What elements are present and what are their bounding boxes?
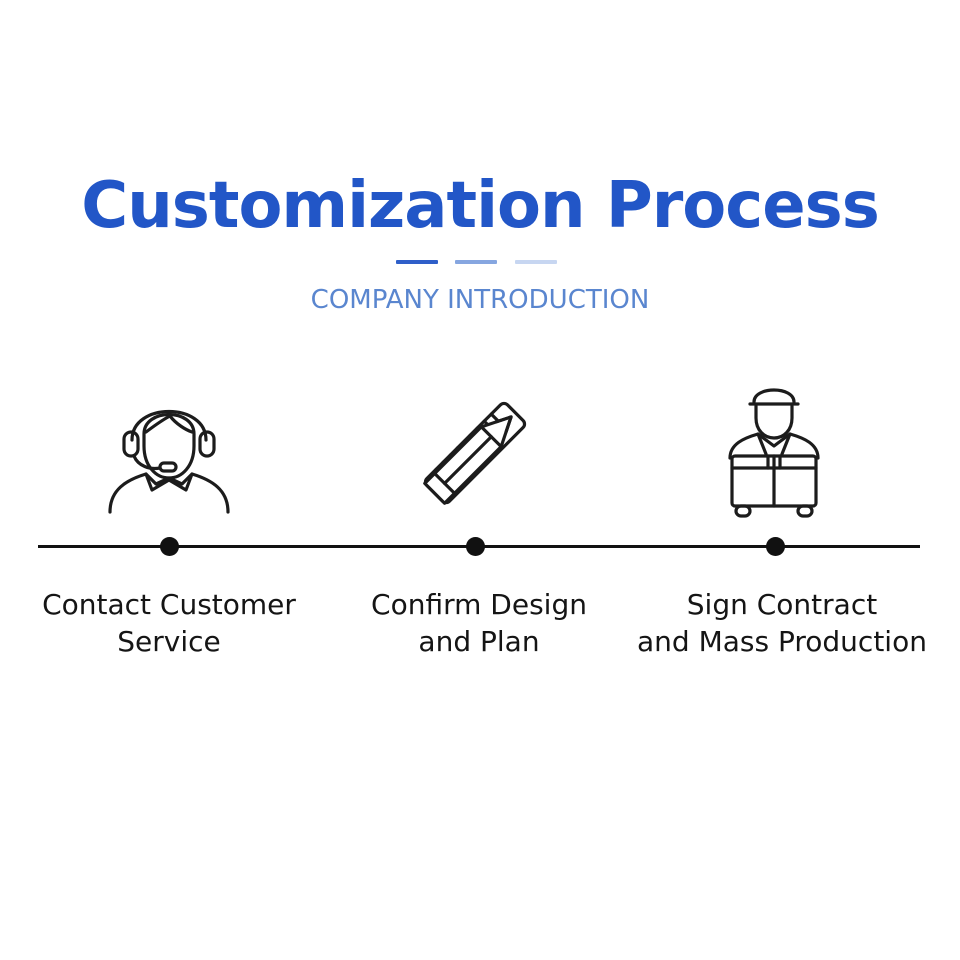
step-label-line: Service: [117, 625, 221, 658]
step-label-line: Sign Contract: [686, 588, 878, 621]
timeline-node-3: [765, 537, 785, 556]
step-label-line: and Mass Production: [637, 625, 927, 658]
delivery-worker-box-icon: [724, 380, 824, 520]
customer-service-headset-icon: [104, 386, 234, 516]
step-label-line: Confirm Design: [371, 588, 587, 621]
divider-dash-2: [455, 260, 497, 264]
pencil-ruler-icon: [414, 392, 536, 514]
timeline-node-2: [465, 537, 485, 556]
page-subtitle: COMPANY INTRODUCTION: [310, 285, 650, 315]
step-label-contact-customer-service: Contact Customer Service: [0, 586, 339, 660]
step-label-confirm-design: Confirm Design and Plan: [309, 586, 649, 660]
divider-dash-3: [515, 260, 557, 264]
title-divider: [0, 260, 960, 264]
timeline-node-1: [159, 537, 179, 556]
step-label-line: Contact Customer: [42, 588, 296, 621]
step-label-sign-contract: Sign Contract and Mass Production: [612, 586, 952, 660]
page-title: Customization Process: [81, 169, 880, 243]
divider-dash-1: [396, 260, 438, 264]
step-label-line: and Plan: [418, 625, 540, 658]
